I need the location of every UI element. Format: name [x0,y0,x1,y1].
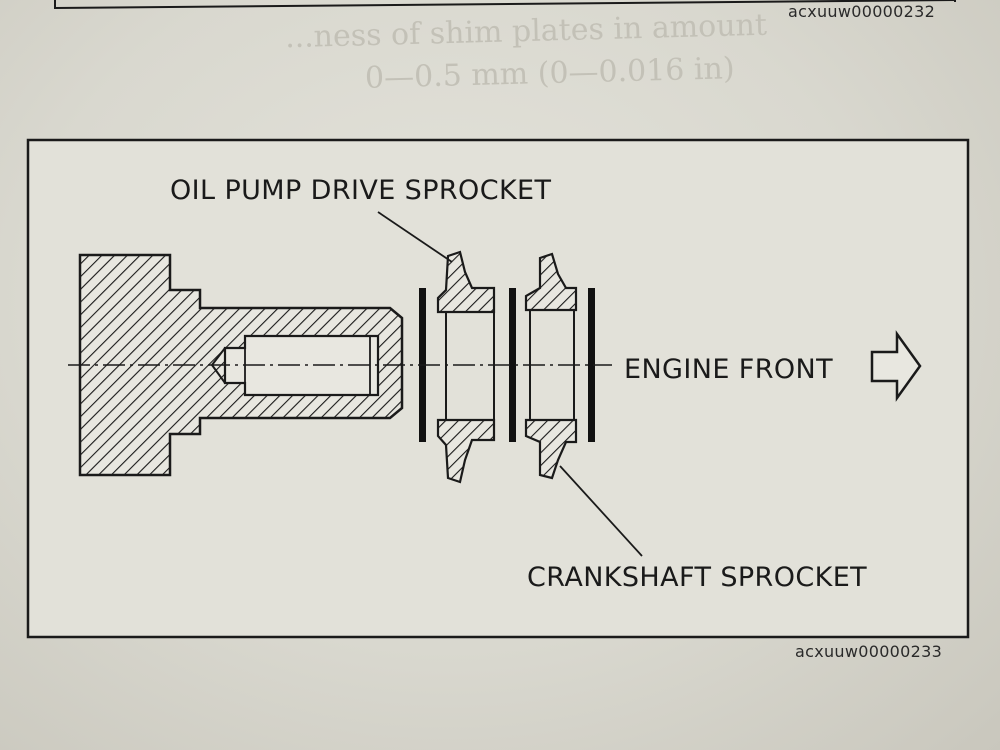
top-frame-line [54,0,956,9]
oil-pump-drive-sprocket-label: OIL PUMP DRIVE SPROCKET [170,175,552,206]
engine-front-label: ENGINE FRONT [624,354,833,385]
bottom-figure-code: acxuuw00000233 [795,642,943,661]
spacer-plate-2 [509,288,516,442]
spacer-plate-3 [588,288,595,442]
crankshaft-sprocket-label: CRANKSHAFT SPROCKET [527,562,867,593]
crankshaft-leader-line [559,465,643,557]
top-figure-code: acxuuw00000232 [788,2,936,21]
engine-front-arrow-icon [870,330,922,402]
oil-pump-leader-line [377,211,453,263]
oil-pump-drive-sprocket [436,250,496,484]
